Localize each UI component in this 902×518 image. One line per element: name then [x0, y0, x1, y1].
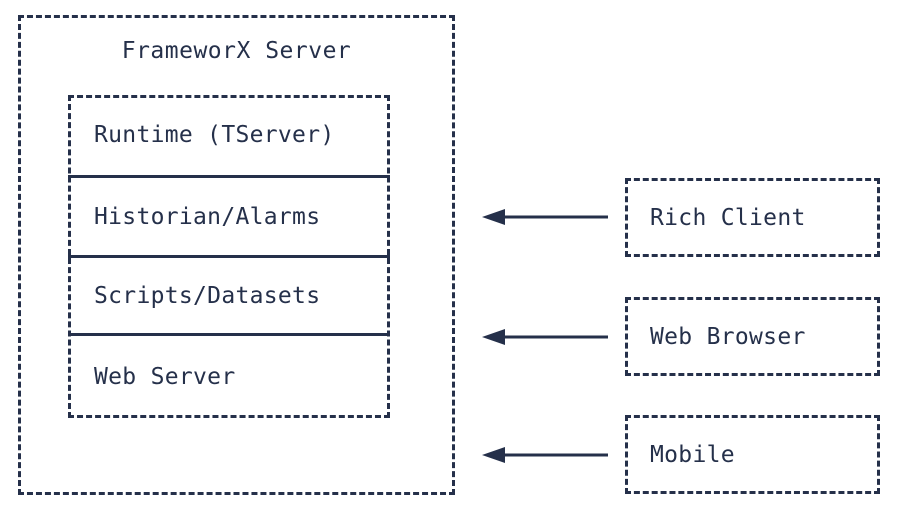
- server-title: FrameworX Server: [121, 38, 352, 64]
- client-box-mobile[interactable]: Mobile: [625, 415, 880, 494]
- module-row-runtime[interactable]: Runtime (TServer): [68, 95, 390, 175]
- module-label-scripts-datasets: Scripts/Datasets: [94, 282, 321, 309]
- module-stack: Runtime (TServer) Historian/Alarms Scrip…: [68, 95, 390, 418]
- client-box-web-browser[interactable]: Web Browser: [625, 297, 880, 376]
- module-row-scripts-datasets[interactable]: Scripts/Datasets: [68, 255, 390, 333]
- module-row-historian-alarms[interactable]: Historian/Alarms: [68, 175, 390, 255]
- module-label-runtime: Runtime (TServer): [94, 122, 335, 148]
- arrow-web-browser-to-server: [478, 327, 608, 347]
- client-label-web-browser: Web Browser: [650, 323, 806, 350]
- framworx-server-boundary: [18, 15, 455, 495]
- arrow-rich-client-to-server: [478, 207, 608, 227]
- module-label-web-server: Web Server: [94, 364, 236, 390]
- client-label-rich-client: Rich Client: [650, 204, 806, 231]
- client-label-mobile: Mobile: [650, 441, 735, 468]
- module-row-web-server[interactable]: Web Server: [68, 333, 390, 418]
- arrow-mobile-to-server: [478, 445, 608, 465]
- client-box-rich-client[interactable]: Rich Client: [625, 178, 880, 257]
- module-label-historian-alarms: Historian/Alarms: [94, 203, 321, 230]
